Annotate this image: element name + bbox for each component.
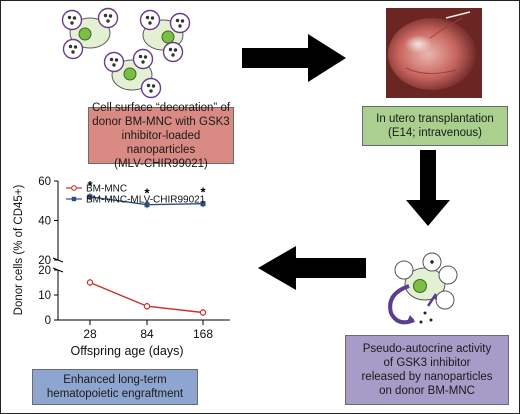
arrow-down-to-autocrine <box>406 150 450 226</box>
upper-y-tick-label: 40 <box>38 216 51 228</box>
legend-bm-mnc: BM-MNC <box>86 184 127 195</box>
chart-legend: BM-MNC BM-MNC-MLV-CHIR99021 <box>66 184 206 206</box>
pseudo-autocrine-cell-illustration <box>388 252 458 325</box>
decoration-step-box: Cell surface “decoration” of donor BM-MN… <box>88 102 234 170</box>
x-axis-label: Offspring age (days) <box>70 344 183 358</box>
arrow-left-to-engraftment <box>258 246 366 290</box>
x-tick-label: 84 <box>140 327 154 341</box>
in-utero-transplant-photo <box>386 8 482 98</box>
data-point <box>86 279 94 286</box>
engraftment-chart: 20 40 60 0 10 20 28 84 168 * * * Donor cells (% of… <box>13 176 230 358</box>
data-point <box>144 202 150 208</box>
x-tick-label: 28 <box>83 327 97 341</box>
engraftment-result-box: Enhanced long-term hematopoietic engraft… <box>32 369 198 405</box>
lower-y-tick-label: 20 <box>38 265 51 277</box>
y-axis-label: Donor cells (% of CD45+) <box>13 184 25 315</box>
legend-bm-mnc-mlv-chir99021: BM-MNC-MLV-CHIR99021 <box>86 195 206 206</box>
data-point <box>143 303 151 310</box>
significance-marker: * <box>87 178 93 193</box>
data-point <box>87 194 93 200</box>
arrow-right-to-transplant <box>242 34 346 82</box>
lower-y-tick-label: 0 <box>45 315 51 327</box>
transplantation-step-box: In utero transplantation (E14; intraveno… <box>362 106 508 146</box>
upper-y-tick-label: 60 <box>38 176 51 188</box>
significance-marker: * <box>144 186 150 201</box>
lower-y-tick-label: 10 <box>38 290 51 302</box>
x-tick-label: 168 <box>193 327 213 341</box>
pseudo-autocrine-step-box: Pseudo-autocrine activity of GSK3 inhibi… <box>345 335 509 405</box>
significance-marker: * <box>200 185 206 200</box>
data-point <box>200 201 206 207</box>
data-point <box>199 309 207 316</box>
decorated-cell-illustration <box>61 7 191 99</box>
upper-y-tick-label: 20 <box>38 255 51 267</box>
